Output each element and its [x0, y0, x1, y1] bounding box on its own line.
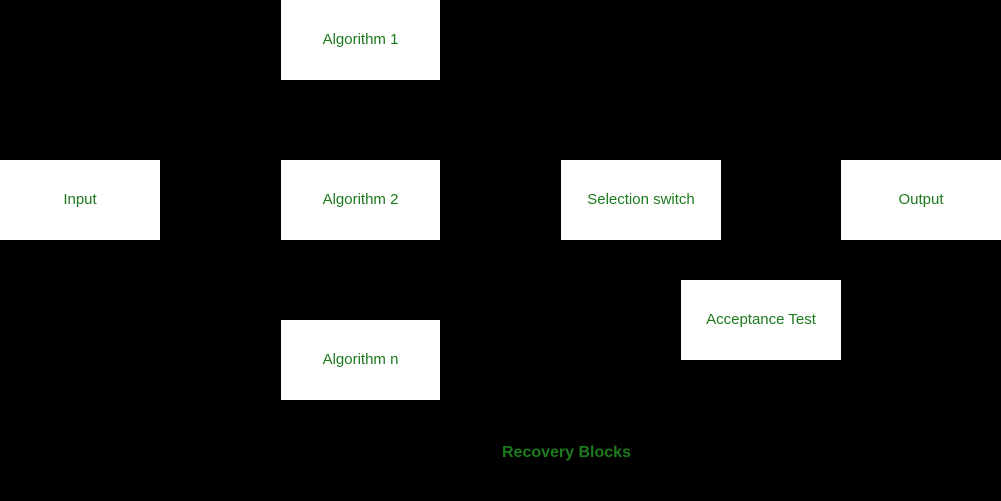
- node-acceptance-test[interactable]: Acceptance Test: [681, 280, 841, 360]
- node-selection-switch-label: Selection switch: [587, 190, 695, 208]
- node-input-label: Input: [63, 190, 97, 208]
- node-algorithm-2-label: Algorithm 2: [322, 190, 399, 208]
- node-algorithm-1[interactable]: Algorithm 1: [281, 0, 440, 80]
- node-selection-switch[interactable]: Selection switch: [561, 160, 721, 240]
- node-algorithm-n-label: Algorithm n: [322, 350, 399, 368]
- node-algorithm-1-label: Algorithm 1: [322, 30, 399, 48]
- node-output-label: Output: [898, 190, 944, 208]
- node-acceptance-test-label: Acceptance Test: [706, 310, 816, 328]
- diagram-caption: Recovery Blocks: [502, 444, 631, 461]
- node-algorithm-n[interactable]: Algorithm n: [281, 320, 440, 400]
- node-algorithm-2[interactable]: Algorithm 2: [281, 160, 440, 240]
- node-input[interactable]: Input: [0, 160, 160, 240]
- node-output[interactable]: Output: [841, 160, 1001, 240]
